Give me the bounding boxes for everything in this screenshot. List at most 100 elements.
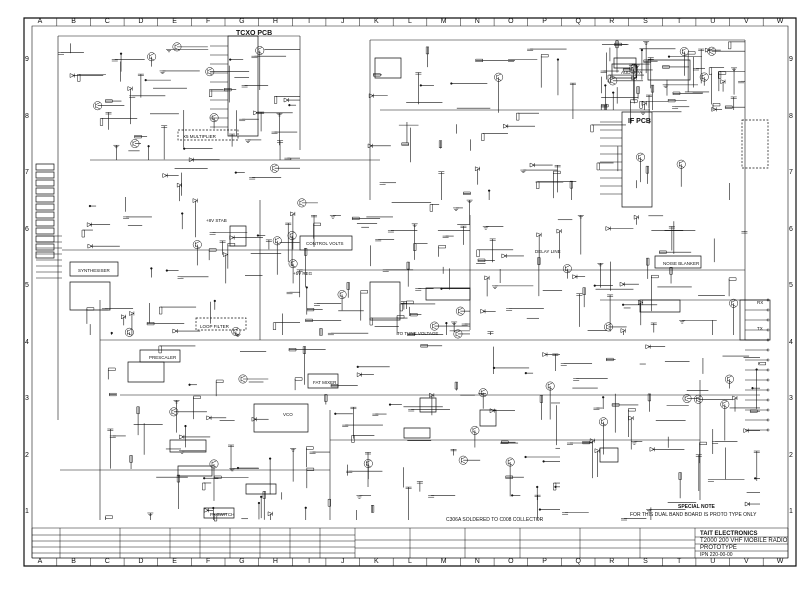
transistor-lead bbox=[291, 261, 295, 263]
resistor-symbol bbox=[688, 52, 695, 55]
transistor-lead bbox=[639, 158, 643, 160]
transistor-lead bbox=[258, 52, 262, 54]
diode-symbol bbox=[177, 183, 181, 187]
diode-symbol bbox=[712, 107, 717, 111]
grid-number-left: 7 bbox=[25, 169, 29, 176]
diode-symbol bbox=[87, 223, 91, 227]
grid-letter-bottom: A bbox=[37, 558, 43, 565]
transistor-lead bbox=[632, 70, 636, 72]
amp-box bbox=[170, 440, 206, 452]
grid-letter-top: H bbox=[272, 18, 278, 25]
transistor-symbol bbox=[479, 389, 487, 397]
noise-blanker-box bbox=[655, 256, 701, 268]
tcxo-pcb-label: TCXO PCB bbox=[236, 30, 273, 37]
company-name: TAIT ELECTRONICS bbox=[700, 531, 758, 537]
transistor-lead bbox=[241, 376, 245, 378]
resistor-symbol bbox=[728, 42, 731, 49]
diode-symbol bbox=[621, 329, 626, 333]
junction-dot bbox=[111, 332, 113, 334]
diode-symbol bbox=[179, 435, 184, 439]
fat-mixer-box bbox=[308, 374, 338, 388]
resistor-symbol bbox=[274, 96, 277, 103]
grid-letter-bottom: P bbox=[542, 558, 547, 565]
transistor-lead bbox=[702, 74, 706, 76]
resistor-symbol bbox=[325, 394, 328, 401]
grid-letter-bottom: H bbox=[272, 558, 278, 565]
transistor-lead bbox=[208, 73, 212, 75]
resistor-symbol bbox=[725, 106, 732, 109]
if-pcb-box bbox=[622, 112, 652, 207]
loop-filter-box bbox=[196, 318, 246, 330]
junction-dot bbox=[604, 85, 606, 87]
junction-dot bbox=[89, 205, 91, 207]
grid-number-left: 3 bbox=[25, 395, 29, 402]
tune-voltage-label: TO TUNE VOLTAGE bbox=[397, 331, 439, 336]
resistor-symbol bbox=[709, 68, 712, 75]
resistor-symbol bbox=[295, 378, 302, 381]
junction-dot bbox=[450, 83, 452, 85]
amp-box-3 bbox=[246, 484, 276, 494]
resistor-symbol bbox=[606, 358, 613, 361]
transistor-lead bbox=[275, 238, 279, 240]
resistor-symbol bbox=[651, 275, 658, 278]
grid-number-right: 5 bbox=[789, 282, 793, 289]
transistor-lead bbox=[340, 296, 344, 298]
x5-multiplier-label: X5 MULTIPLIER bbox=[183, 134, 216, 139]
drawing-number: IPN 220-00-00 bbox=[700, 552, 733, 558]
resistor-symbol bbox=[608, 75, 611, 82]
diode-symbol bbox=[573, 275, 578, 279]
transistor-lead bbox=[611, 82, 615, 84]
diode-symbol bbox=[634, 215, 639, 219]
resistor-symbol bbox=[77, 74, 80, 81]
resistor-symbol bbox=[130, 455, 133, 462]
resistor-symbol bbox=[410, 313, 417, 316]
diode-symbol bbox=[590, 439, 595, 443]
resistor-symbol bbox=[304, 248, 307, 255]
grid-letter-top: E bbox=[172, 18, 177, 25]
transistor-lead bbox=[723, 405, 727, 407]
transistor-symbol bbox=[210, 114, 218, 122]
transistor-lead bbox=[366, 460, 370, 462]
grid-number-right: 6 bbox=[789, 225, 793, 233]
transistor-lead bbox=[727, 376, 731, 378]
connector-pin bbox=[36, 204, 54, 210]
resistor-symbol bbox=[463, 192, 470, 195]
diode-symbol bbox=[429, 393, 434, 397]
connector-pin bbox=[36, 164, 54, 170]
resistor-symbol bbox=[352, 217, 359, 220]
transistor-lead bbox=[273, 169, 277, 171]
grid-letter-top: W bbox=[776, 18, 784, 25]
junction-dot bbox=[539, 509, 541, 511]
transistor-lead bbox=[565, 270, 569, 272]
transistor-lead bbox=[290, 232, 294, 234]
amp-box-2 bbox=[178, 466, 212, 476]
grid-letter-top: B bbox=[71, 18, 76, 25]
transistor-lead bbox=[696, 400, 700, 402]
transistor-symbol bbox=[256, 46, 264, 54]
prescaler-ic-box bbox=[128, 362, 164, 382]
grid-letter-bottom: N bbox=[474, 558, 480, 565]
resistor-symbol bbox=[750, 410, 757, 413]
grid-letter-top: K bbox=[374, 18, 379, 25]
resistor-symbol bbox=[540, 395, 543, 402]
transistor-lead bbox=[682, 53, 686, 55]
resistor-symbol bbox=[553, 483, 556, 490]
resistor-symbol bbox=[214, 514, 217, 521]
if-box-2 bbox=[614, 58, 636, 68]
transistor-lead bbox=[461, 457, 465, 459]
aux-box bbox=[370, 282, 400, 320]
resistor-symbol bbox=[630, 100, 637, 103]
resistor-symbol bbox=[214, 476, 221, 479]
transistor-lead bbox=[473, 431, 477, 433]
transistor-lead bbox=[710, 52, 714, 54]
grid-letter-bottom: I bbox=[308, 558, 311, 565]
resistor-symbol bbox=[648, 394, 651, 401]
resistor-symbol bbox=[570, 181, 573, 188]
transistor-symbol bbox=[193, 240, 201, 248]
resistor-symbol bbox=[430, 204, 433, 211]
connector-terminal bbox=[767, 349, 769, 351]
transistor-lead bbox=[458, 308, 462, 310]
resistor-symbol bbox=[662, 66, 669, 69]
resistor-symbol bbox=[352, 435, 355, 442]
resistor-symbol bbox=[303, 347, 306, 354]
